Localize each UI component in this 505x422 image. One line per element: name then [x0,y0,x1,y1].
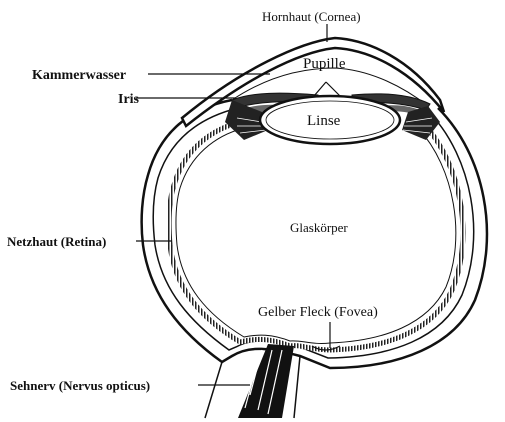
label-linse: Linse [307,113,341,129]
label-kammerwasser: Kammerwasser [32,68,126,83]
leader-pupille [314,82,340,96]
label-sehnerv: Sehnerv (Nervus opticus) [10,378,150,393]
label-hornhaut: Hornhaut (Cornea) [262,9,361,24]
label-netzhaut: Netzhaut (Retina) [7,234,106,249]
label-pupille: Pupille [303,56,346,72]
label-fovea: Gelber Fleck (Fovea) [258,305,378,320]
label-glaskoerper: Glaskörper [290,220,348,235]
optic-nerve [205,344,300,418]
label-iris: Iris [118,92,140,107]
